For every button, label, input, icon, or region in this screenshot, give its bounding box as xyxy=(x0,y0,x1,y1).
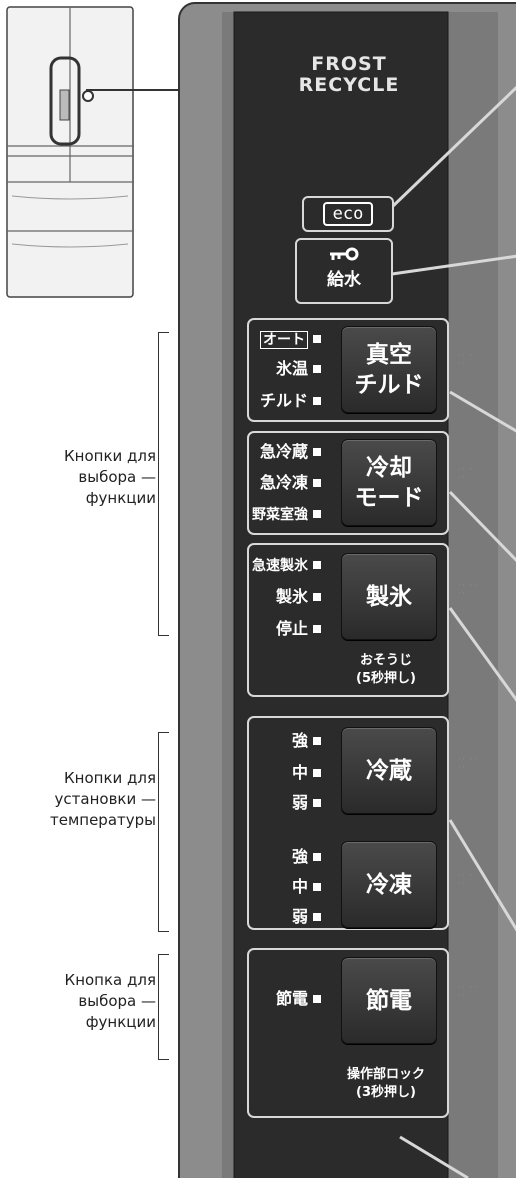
connector-line xyxy=(86,89,180,91)
indicator-chilled: チルド xyxy=(260,390,321,412)
bracket-temperature xyxy=(158,732,169,932)
braille-dots: ·· ··· xyxy=(458,465,474,483)
bracket-function-2 xyxy=(158,954,169,1060)
indicator-quick-fridge: 急冷蔵 xyxy=(260,441,321,463)
cooling-mode-group xyxy=(247,431,449,535)
braille-dots: ·· ···· xyxy=(458,581,478,599)
indicator-stop: 停止 xyxy=(276,618,321,640)
ice-making-group xyxy=(247,543,449,697)
braille-dots: ·· ···· xyxy=(458,755,478,773)
power-save-button[interactable]: 節電 xyxy=(341,957,437,1044)
indicator-fridge-strong: 強 xyxy=(292,730,321,752)
water-supply-label: 給水 xyxy=(327,270,361,290)
indicator-rapid-ice: 急速製氷 xyxy=(252,555,321,577)
group-label-function-1: Кнопки для выбора — функции xyxy=(64,447,156,507)
braille-dots: ·· ··· xyxy=(458,871,474,889)
ice-making-button[interactable]: 製氷 xyxy=(341,553,437,640)
indicator-power-save: 節電 xyxy=(276,988,321,1010)
braille-dots: ·· ···· xyxy=(458,983,478,1001)
indicator-ice-temp: 氷温 xyxy=(276,358,321,380)
indicator-fridge-medium: 中 xyxy=(292,762,321,784)
refrigerator-thumbnail xyxy=(6,6,134,298)
indicator-vegetable-strong: 野菜室強 xyxy=(252,504,321,526)
key-icon xyxy=(330,247,359,261)
indicator-ice: 製氷 xyxy=(276,586,321,608)
bracket-function-1 xyxy=(158,332,169,636)
panel-lock-note: 操作部ロック (3秒押し) xyxy=(346,1067,425,1100)
ice-clean-note: おそうじ (5秒押し) xyxy=(356,653,416,686)
indicator-freezer-medium: 中 xyxy=(292,876,321,898)
indicator-freezer-strong: 強 xyxy=(292,846,321,868)
indicator-auto: オート xyxy=(260,328,321,350)
braille-dots: ·· ··· xyxy=(458,351,474,369)
vacuum-chilled-button[interactable]: 真空チルド xyxy=(341,326,437,413)
indicator-fridge-weak: 弱 xyxy=(292,792,321,814)
eco-label: eco xyxy=(322,202,374,226)
fridge-temp-button[interactable]: 冷蔵 xyxy=(341,727,437,814)
indicator-freezer-weak: 弱 xyxy=(292,906,321,928)
brand-logo: FROST RECYCLE xyxy=(254,54,444,96)
group-label-temperature: Кнопки для установки — температуры xyxy=(49,769,156,829)
group-label-function-2: Кнопка для выбора — функции xyxy=(64,971,156,1031)
temperature-group xyxy=(247,716,449,930)
brand-line2: RECYCLE xyxy=(298,74,400,96)
water-supply-button[interactable]: 給水 xyxy=(295,238,393,304)
indicator-quick-freeze: 急冷凍 xyxy=(260,472,321,494)
freezer-temp-button[interactable]: 冷凍 xyxy=(341,841,437,928)
cooling-mode-button[interactable]: 冷却モード xyxy=(341,439,437,526)
vacuum-chilled-group xyxy=(247,318,449,422)
eco-indicator: eco xyxy=(302,196,394,232)
brand-line1: FROST xyxy=(311,53,387,75)
power-save-group xyxy=(247,948,449,1118)
